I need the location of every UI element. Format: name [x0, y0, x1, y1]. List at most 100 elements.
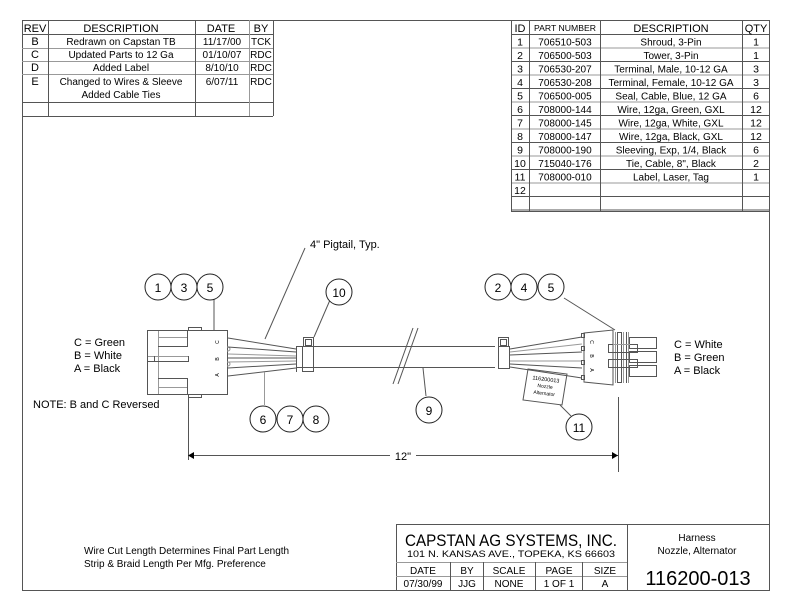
bom-description: Terminal, Female, 10-12 GA	[608, 78, 733, 89]
bom-qty: 2	[753, 158, 759, 170]
bom-id: 12	[514, 185, 526, 197]
rev-description: Added Cable Ties	[82, 90, 161, 101]
field-by-label: BY	[460, 566, 474, 577]
bom-description: Wire, 12ga, Green, GXL	[617, 105, 725, 116]
company-address: 101 N. KANSAS AVE., TOPEKA, KS 66603	[407, 549, 615, 560]
bom-part-number: 708000-145	[538, 119, 592, 130]
field-page-value: 1 OF 1	[544, 579, 575, 590]
right-connector-tower: C B A	[581, 329, 657, 386]
rev-date: 8/10/10	[205, 63, 239, 74]
balloon-1: 1	[155, 281, 162, 295]
right-wire-legend: C = White B = Green A = Black	[674, 339, 724, 377]
bom-row: 12	[514, 185, 526, 197]
balloon-5-right: 5	[548, 281, 555, 295]
bom-part-number: 706530-208	[538, 78, 592, 89]
bom-qty: 3	[753, 77, 759, 89]
drawing-title-line-1: Harness	[678, 533, 715, 544]
bom-id: 10	[514, 158, 526, 170]
balloon-7: 7	[287, 413, 294, 427]
company-name: CAPSTAN AG SYSTEMS, INC.	[405, 531, 617, 550]
right-pin-c: C	[588, 340, 594, 344]
rev-letter: B	[31, 36, 38, 48]
rev-description: Updated Parts to 12 Ga	[68, 50, 174, 61]
bom-part-number: 715040-176	[538, 159, 592, 170]
dimension-12in: 12"	[188, 451, 618, 463]
leader-lines	[188, 247, 619, 472]
field-scale-value: NONE	[495, 579, 524, 590]
bom-description: Tower, 3-Pin	[643, 51, 698, 62]
bom-qty: 1	[753, 37, 759, 49]
left-pin-a: A	[215, 373, 221, 377]
rev-date: 01/10/07	[203, 50, 242, 61]
balloon-4: 4	[521, 281, 528, 295]
note-strip-braid-length: Strip & Braid Length Per Mfg. Preference	[84, 559, 266, 570]
rev-description: Redrawn on Capstan TB	[66, 37, 176, 48]
reversed-note: NOTE: B and C Reversed	[33, 399, 160, 411]
bom-id: 2	[517, 50, 523, 62]
harness-drawing: C B A	[33, 239, 724, 472]
balloon-2: 2	[495, 281, 502, 295]
bom-description: Shroud, 3-Pin	[640, 38, 701, 49]
left-pin-c: C	[215, 340, 221, 344]
balloon-group-wires: 6 7 8	[249, 405, 330, 433]
right-legend-c: C = White	[674, 339, 723, 351]
bom-description: Seal, Cable, Blue, 12 GA	[615, 92, 727, 103]
left-wire-legend: C = Green B = White A = Black	[74, 337, 125, 375]
label-tag-line-3: Alternator	[533, 390, 556, 399]
title-block: CAPSTAN AG SYSTEMS, INC. 101 N. KANSAS A…	[396, 524, 769, 590]
bom-description: Wire, 12ga, White, GXL	[618, 119, 723, 130]
rev-description: Added Label	[93, 63, 149, 74]
bom-qty: 6	[753, 145, 759, 157]
left-connector-shroud: C B A	[147, 327, 231, 398]
bom-id: 6	[517, 104, 523, 116]
rev-description: Changed to Wires & Sleeve	[60, 77, 183, 88]
left-legend-c: C = Green	[74, 337, 125, 349]
left-pin-b: B	[215, 357, 221, 361]
rev-header-date: DATE	[207, 23, 236, 35]
rev-letter: D	[31, 62, 39, 74]
balloon-8: 8	[313, 413, 320, 427]
drawing-title-line-2: Nozzle, Alternator	[658, 546, 738, 557]
bom-qty: 12	[750, 131, 762, 143]
bom-part-number: 706510-503	[538, 38, 592, 49]
rev-by: RDC	[250, 50, 272, 61]
rev-header-by: BY	[254, 23, 269, 35]
label-tag-line-1: 116200013	[532, 375, 560, 384]
bom-id: 9	[517, 145, 523, 157]
bom-header-description: DESCRIPTION	[633, 23, 708, 35]
bom-id: 3	[517, 64, 523, 76]
left-legend-a: A = Black	[74, 363, 121, 375]
bom-header-part-number: PART NUMBER	[534, 23, 596, 33]
field-size-value: A	[602, 579, 609, 590]
bom-id: 8	[517, 131, 523, 143]
bom-qty: 3	[753, 64, 759, 76]
right-legend-a: A = Black	[674, 365, 721, 377]
bom-description: Terminal, Male, 10-12 GA	[614, 65, 728, 76]
bom-id: 5	[517, 91, 523, 103]
pigtail-label: 4" Pigtail, Typ.	[310, 239, 380, 251]
bom-part-number: 708000-147	[538, 132, 592, 143]
right-pin-a: A	[588, 368, 594, 372]
note-wire-cut-length: Wire Cut Length Determines Final Part Le…	[84, 546, 289, 557]
drawing-number: 116200-013	[645, 568, 750, 590]
bom-part-number: 706500-503	[538, 51, 592, 62]
left-legend-b: B = White	[74, 350, 122, 362]
sheet-border	[22, 20, 770, 591]
rev-by: RDC	[250, 77, 272, 88]
right-legend-b: B = Green	[674, 352, 724, 364]
bom-header-qty: QTY	[745, 23, 768, 35]
rev-by: RDC	[250, 63, 272, 74]
field-date-label: DATE	[410, 566, 436, 577]
bom-qty: 1	[753, 172, 759, 184]
